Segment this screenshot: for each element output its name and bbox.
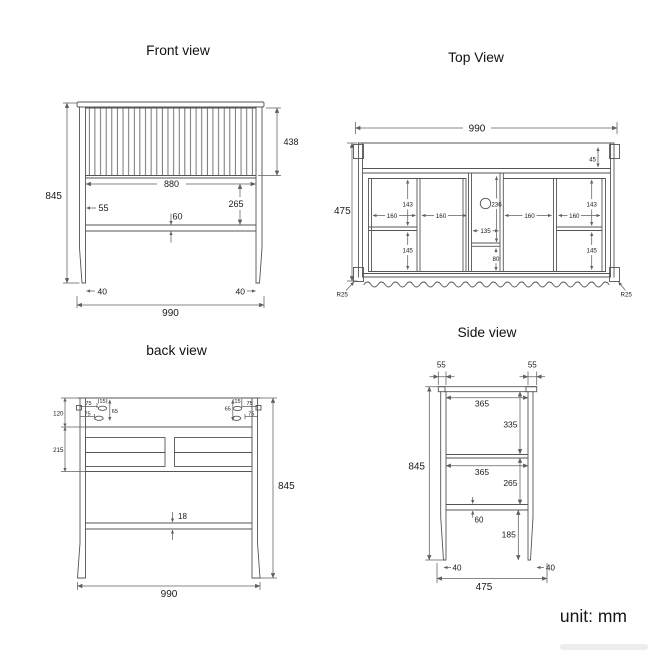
side-shelves	[445, 454, 529, 511]
front-view: Front view 845 438 880 265	[45, 43, 298, 319]
back-frame-and-legs	[77, 397, 261, 579]
back-panel-right	[174, 437, 253, 467]
top-dim-total-width: 990	[469, 124, 486, 135]
side-dim-total-height: 845	[408, 462, 425, 473]
back-dim-slot-right-spacing: 65	[225, 407, 231, 413]
front-dim-open-height: 265	[228, 199, 243, 209]
side-tab-front	[437, 386, 446, 393]
side-dim-leg-height: 185	[502, 530, 516, 540]
top-dim-middle-depth: 236	[491, 201, 502, 208]
top-dim-total-depth: 475	[334, 206, 351, 217]
side-dim-upper-height: 335	[503, 420, 517, 430]
top-dimension-lines	[345, 122, 626, 291]
front-dim-leg-right: 40	[236, 287, 246, 297]
top-dim-corner-radius-left: R25	[337, 292, 349, 299]
back-dim-slot-left-offset-top: 75	[85, 401, 91, 407]
side-view-title: Side view	[457, 325, 516, 340]
back-dim-total-height: 845	[278, 481, 295, 492]
top-dim-right-outer-height: 143	[587, 201, 598, 208]
back-dim-shelf-thickness: 18	[178, 512, 187, 521]
side-dim-lower-inner-depth: 365	[475, 467, 489, 477]
side-dim-back-leg-width: 55	[528, 361, 537, 370]
back-dim-panel-height: 215	[53, 447, 64, 454]
back-dimension-lines	[61, 397, 277, 590]
side-dim-shelf-thickness: 60	[475, 516, 484, 525]
side-dim-front-leg-bottom: 40	[453, 564, 462, 573]
side-dim-lower-height: 265	[503, 478, 517, 488]
top-dim-right-lower-height: 145	[587, 248, 598, 255]
front-dim-fluted-height: 438	[284, 137, 299, 147]
top-leg-tab-front-right	[609, 267, 620, 282]
back-rails	[85, 426, 253, 530]
front-dim-leg-left: 40	[98, 287, 108, 297]
back-dim-slot-right-offset-top: 75	[246, 401, 252, 407]
top-dim-right-inner-width: 160	[524, 213, 535, 220]
back-dim-slot-right-offset-bottom: 75	[248, 411, 254, 417]
top-compartments	[368, 172, 606, 272]
back-dim-slot-left-length: 15	[99, 399, 105, 405]
top-dim-left-inner-width: 160	[436, 213, 447, 220]
side-legs	[440, 391, 534, 561]
back-keyhole-slot-right-bottom	[231, 415, 242, 421]
top-dim-corner-radius-right: R25	[621, 292, 633, 299]
top-dim-left-outer-width: 160	[387, 213, 398, 220]
front-legs	[79, 106, 263, 284]
front-fluted-panel	[87, 108, 255, 176]
back-keyhole-slot-left-top	[97, 405, 108, 411]
side-tab-back	[525, 386, 538, 393]
front-dim-total-width: 990	[162, 308, 179, 319]
top-dim-middle-back: 80	[493, 256, 500, 263]
back-bracket-right	[255, 405, 262, 411]
front-view-title: Front view	[146, 43, 210, 58]
back-dim-top-rail-height: 120	[53, 411, 64, 418]
top-fluted-front-edge	[363, 281, 610, 288]
top-leg-tab-back-right	[609, 144, 620, 159]
top-view: Top View	[334, 50, 632, 299]
back-dim-slot-left-spacing: 65	[112, 409, 118, 415]
top-dim-middle-width: 135	[480, 228, 491, 235]
top-view-title: Top View	[448, 50, 504, 65]
top-back-front-rails	[362, 168, 611, 278]
back-view-title: back view	[146, 343, 207, 358]
front-dimension-lines	[63, 102, 281, 308]
front-dim-total-height: 845	[45, 191, 62, 202]
side-dim-front-leg-width: 55	[437, 361, 446, 370]
back-panel-left	[85, 437, 166, 467]
top-dim-left-lower-height: 145	[403, 248, 414, 255]
side-view: Side view	[408, 325, 555, 593]
unit-label: unit: mm	[559, 606, 627, 626]
side-cabinet-outline	[437, 386, 538, 561]
back-cabinet-outline	[76, 397, 262, 579]
front-dim-inner-width: 880	[164, 179, 179, 189]
back-view: back view	[53, 343, 295, 600]
side-dim-total-depth: 475	[476, 582, 493, 593]
top-outer-walls	[358, 142, 615, 278]
back-keyhole-slot-right-top	[232, 405, 243, 412]
front-cabinet-outline	[76, 101, 265, 284]
top-dim-right-outer-width: 160	[569, 213, 580, 220]
front-dim-stile-width: 55	[99, 203, 109, 213]
top-dim-left-outer-height: 143	[403, 201, 414, 208]
back-dim-slot-left-offset-bottom: 75	[84, 411, 90, 417]
side-dimension-lines	[425, 371, 548, 583]
top-dim-back-rail: 45	[589, 157, 596, 164]
footer-scrollbar	[560, 644, 648, 650]
side-dim-back-leg-bottom: 40	[546, 564, 555, 573]
top-drain-hole	[479, 197, 492, 210]
back-keyhole-slot-left-bottom	[94, 415, 104, 421]
front-dim-rail-thickness: 60	[172, 212, 182, 222]
back-dim-slot-right-length: 15	[234, 399, 240, 405]
side-top-rail	[437, 386, 538, 393]
side-dim-upper-inner-depth: 365	[475, 399, 489, 409]
back-bracket-left	[76, 405, 82, 411]
back-dim-total-width: 990	[161, 589, 178, 600]
front-countertop	[76, 101, 265, 108]
top-cabinet-outline	[353, 142, 620, 288]
